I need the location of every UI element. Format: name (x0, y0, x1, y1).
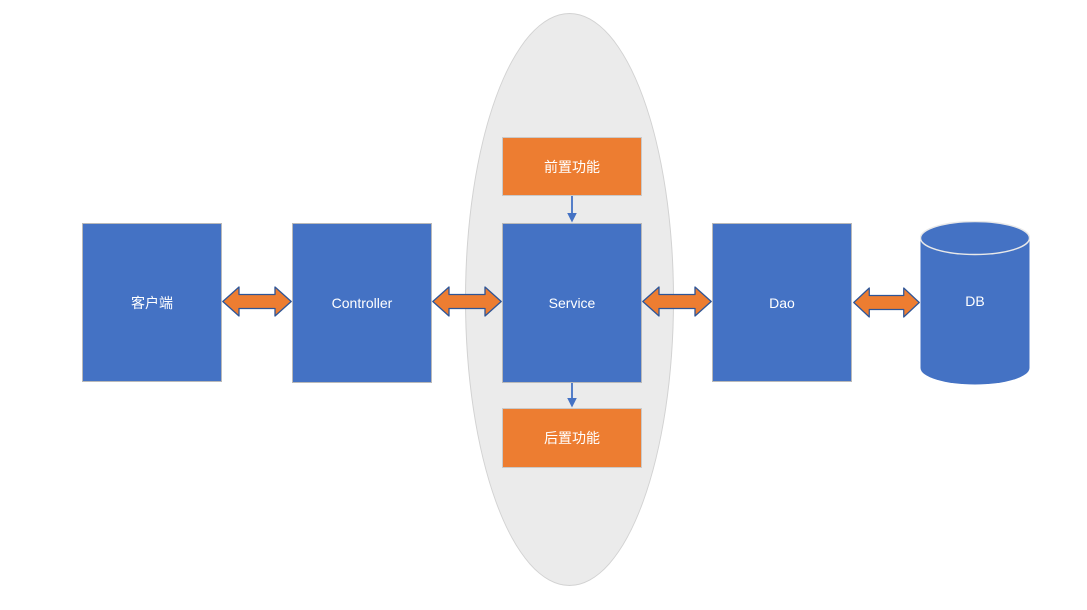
node-pre-function: 前置功能 (502, 137, 642, 196)
node-service-label: Service (548, 295, 596, 311)
double-arrow-dao-db (853, 287, 920, 318)
node-db: DB (919, 220, 1031, 385)
node-db-label: DB (965, 293, 985, 309)
node-controller: Controller (292, 223, 432, 383)
node-service: Service (502, 223, 642, 383)
node-dao: Dao (712, 223, 852, 382)
db-cylinder-icon (919, 220, 1031, 385)
node-dao-label: Dao (769, 294, 795, 311)
node-client: 客户端 (82, 223, 222, 382)
node-pre-function-label: 前置功能 (544, 158, 600, 175)
node-post-function-label: 后置功能 (544, 430, 600, 446)
connector-service-to-post (567, 383, 577, 408)
node-controller-label: Controller (331, 295, 393, 311)
node-post-function: 后置功能 (502, 408, 642, 468)
double-arrow-client-controller (222, 286, 292, 317)
node-client-label: 客户端 (131, 294, 173, 311)
connector-pre-to-service (567, 196, 577, 223)
double-arrow-controller-service (432, 286, 502, 317)
double-arrow-service-dao (642, 286, 712, 317)
